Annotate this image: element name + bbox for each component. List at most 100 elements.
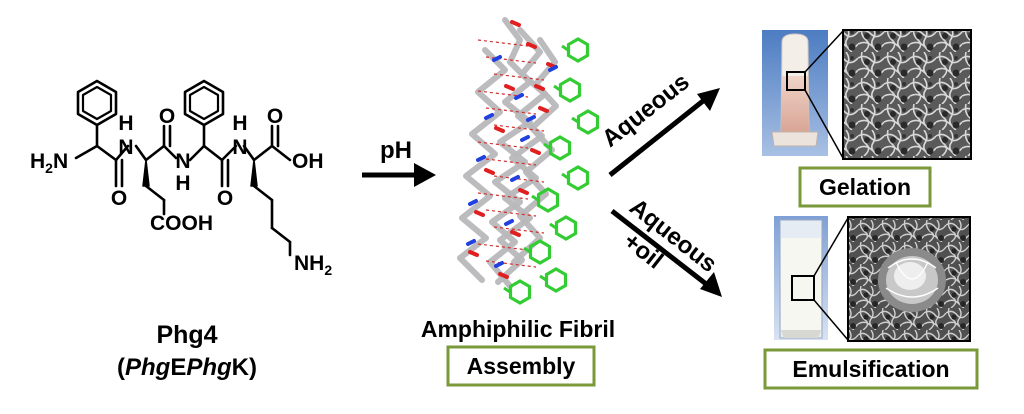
fibril-nitrogen-atom: [510, 175, 520, 182]
fibril-hydrogen-bond: [493, 73, 545, 81]
fibril-aromatic-ring: [566, 37, 590, 63]
fibril-nitrogen-atom: [492, 55, 502, 62]
assembly-label: Assembly: [467, 353, 576, 379]
gel-vial-photo: [762, 30, 828, 156]
fibril-oxygen-atom: [504, 84, 515, 91]
gelation-box: [798, 166, 932, 208]
fibril-aromatic-linker: [561, 44, 569, 52]
h2n-label: H2N: [30, 150, 68, 176]
fibril-nitrogen-atom: [494, 261, 504, 268]
atom-labels: H2N H N O O N H O H N O OH COOH NH2: [30, 105, 332, 278]
fibril-backbone-strand: [487, 17, 533, 289]
fibril-aromatic-ring: [544, 267, 568, 293]
fibril-oxygen-atom: [518, 188, 529, 195]
emulsion-zoom-lines: [813, 217, 849, 341]
cooh-label: COOH: [150, 212, 213, 235]
nh-label-3-h: H: [232, 112, 247, 135]
amine-label: NH2: [294, 252, 332, 278]
fibril-nitrogen-atom: [476, 155, 486, 162]
assembly-box: [446, 345, 596, 387]
fibril-hydrogen-bond: [477, 39, 529, 47]
fibril-aromatic-ring: [536, 187, 560, 213]
fibril-aromatic-linker: [503, 286, 511, 294]
fibril-oxygen-atom: [468, 250, 479, 257]
emulsion-vial-photo: [774, 216, 828, 340]
gel-sem-image: [842, 29, 972, 160]
fibril-aromatic-ring: [554, 215, 578, 241]
phenyl-ring-1-inner: [81, 85, 113, 121]
carbonyl-o-1: O: [111, 187, 127, 210]
fibril-aromatic-linker: [523, 246, 531, 254]
fibril-aromatic-linker: [549, 222, 557, 230]
fibril-nitrogen-atom: [548, 65, 558, 72]
fibril-nitrogen-atom: [526, 115, 536, 122]
gelation-label: Gelation: [819, 174, 911, 200]
fibril-aromatic-linker: [531, 194, 539, 202]
molecule-sequence: (PhgEPhgK): [117, 354, 257, 381]
ph-arrow: [362, 163, 436, 187]
fibril-oxygen-atom: [510, 20, 521, 27]
molecule-name: Phg4: [156, 321, 217, 349]
fibril-aromatic-ring: [566, 165, 590, 191]
fibril-hydrogen-bond: [485, 107, 537, 115]
nh-label-1-h: H: [118, 112, 133, 135]
nh-label-2-h: H: [175, 172, 190, 195]
fibril-hydrogen-bond: [485, 260, 537, 268]
fibril-oxygen-atom: [530, 148, 541, 155]
fibril-label: Amphiphilic Fibril: [421, 316, 615, 342]
fibril-oxygen-atom: [534, 84, 545, 91]
fibril-aromatic-ring: [548, 135, 572, 161]
fibril-nitrogen-atom: [520, 135, 530, 142]
fibril-oxygen-atom: [484, 168, 495, 175]
aqueous-arrow: [608, 88, 720, 177]
fibril-nitrogen-atom: [484, 113, 494, 120]
fibril-aromatic-ring: [528, 239, 552, 265]
carbonyl-o-2: O: [159, 105, 175, 128]
gel-zoom-lines: [804, 30, 844, 159]
chemical-structure: [74, 79, 292, 257]
fibril-aromatic-linker: [571, 116, 579, 124]
fibril-hydrogen-bond: [493, 226, 545, 234]
emulsification-label: Emulsification: [792, 356, 949, 382]
fibril-backbone-strand: [457, 47, 508, 283]
fibril-nitrogen-atom: [514, 93, 524, 100]
fibril-model: [457, 17, 600, 305]
fibril-hydrogen-bond: [493, 124, 545, 132]
fibril-hydrogen-bond: [493, 175, 545, 183]
fibril-hydrogen-bond: [477, 192, 529, 200]
phenyl-ring-2: [183, 79, 225, 127]
fibril-hydrogen-bond: [485, 209, 537, 217]
fibril-nitrogen-atom: [466, 239, 476, 246]
nh-label-3-n: N: [232, 136, 247, 159]
phenyl-ring-2-inner: [188, 85, 220, 121]
nh-label-1-n: N: [118, 136, 133, 159]
fibril-nitrogen-atom: [468, 199, 478, 206]
fibril-hydrogen-bond: [477, 90, 529, 98]
fibril-oxygen-atom: [510, 230, 521, 237]
ph-label: pH: [380, 137, 412, 164]
hydroxyl-label: OH: [292, 150, 324, 173]
emulsification-box: [763, 348, 979, 390]
aqueous-label: Aqueous: [597, 68, 695, 152]
fibril-aromatic-ring: [576, 109, 600, 135]
fibril-hydrogen-bond: [477, 141, 529, 149]
fibril-oxygen-atom: [498, 272, 509, 279]
phenyl-ring-1: [76, 79, 118, 127]
nh-label-2-n: N: [175, 150, 190, 173]
fibril-backbone-strand: [495, 27, 548, 285]
fibril-aromatic-ring: [508, 279, 532, 305]
fibril-hydrogen-bond: [477, 243, 529, 251]
fibril-aromatic-linker: [561, 172, 569, 180]
fibril-aromatic-ring: [558, 77, 582, 103]
fibril-nitrogen-atom: [504, 219, 514, 226]
fibril-oxygen-atom: [526, 42, 537, 49]
aqueous-oil-arrow: [610, 209, 722, 297]
fibril-oxygen-atom: [474, 210, 485, 217]
fibril-aromatic-linker: [553, 84, 561, 92]
fibril-aromatic-linker: [539, 274, 547, 282]
fibril-hydrogen-bond: [485, 158, 537, 166]
fibril-oxygen-atom: [494, 126, 505, 133]
carbonyl-o-3: O: [217, 187, 233, 210]
